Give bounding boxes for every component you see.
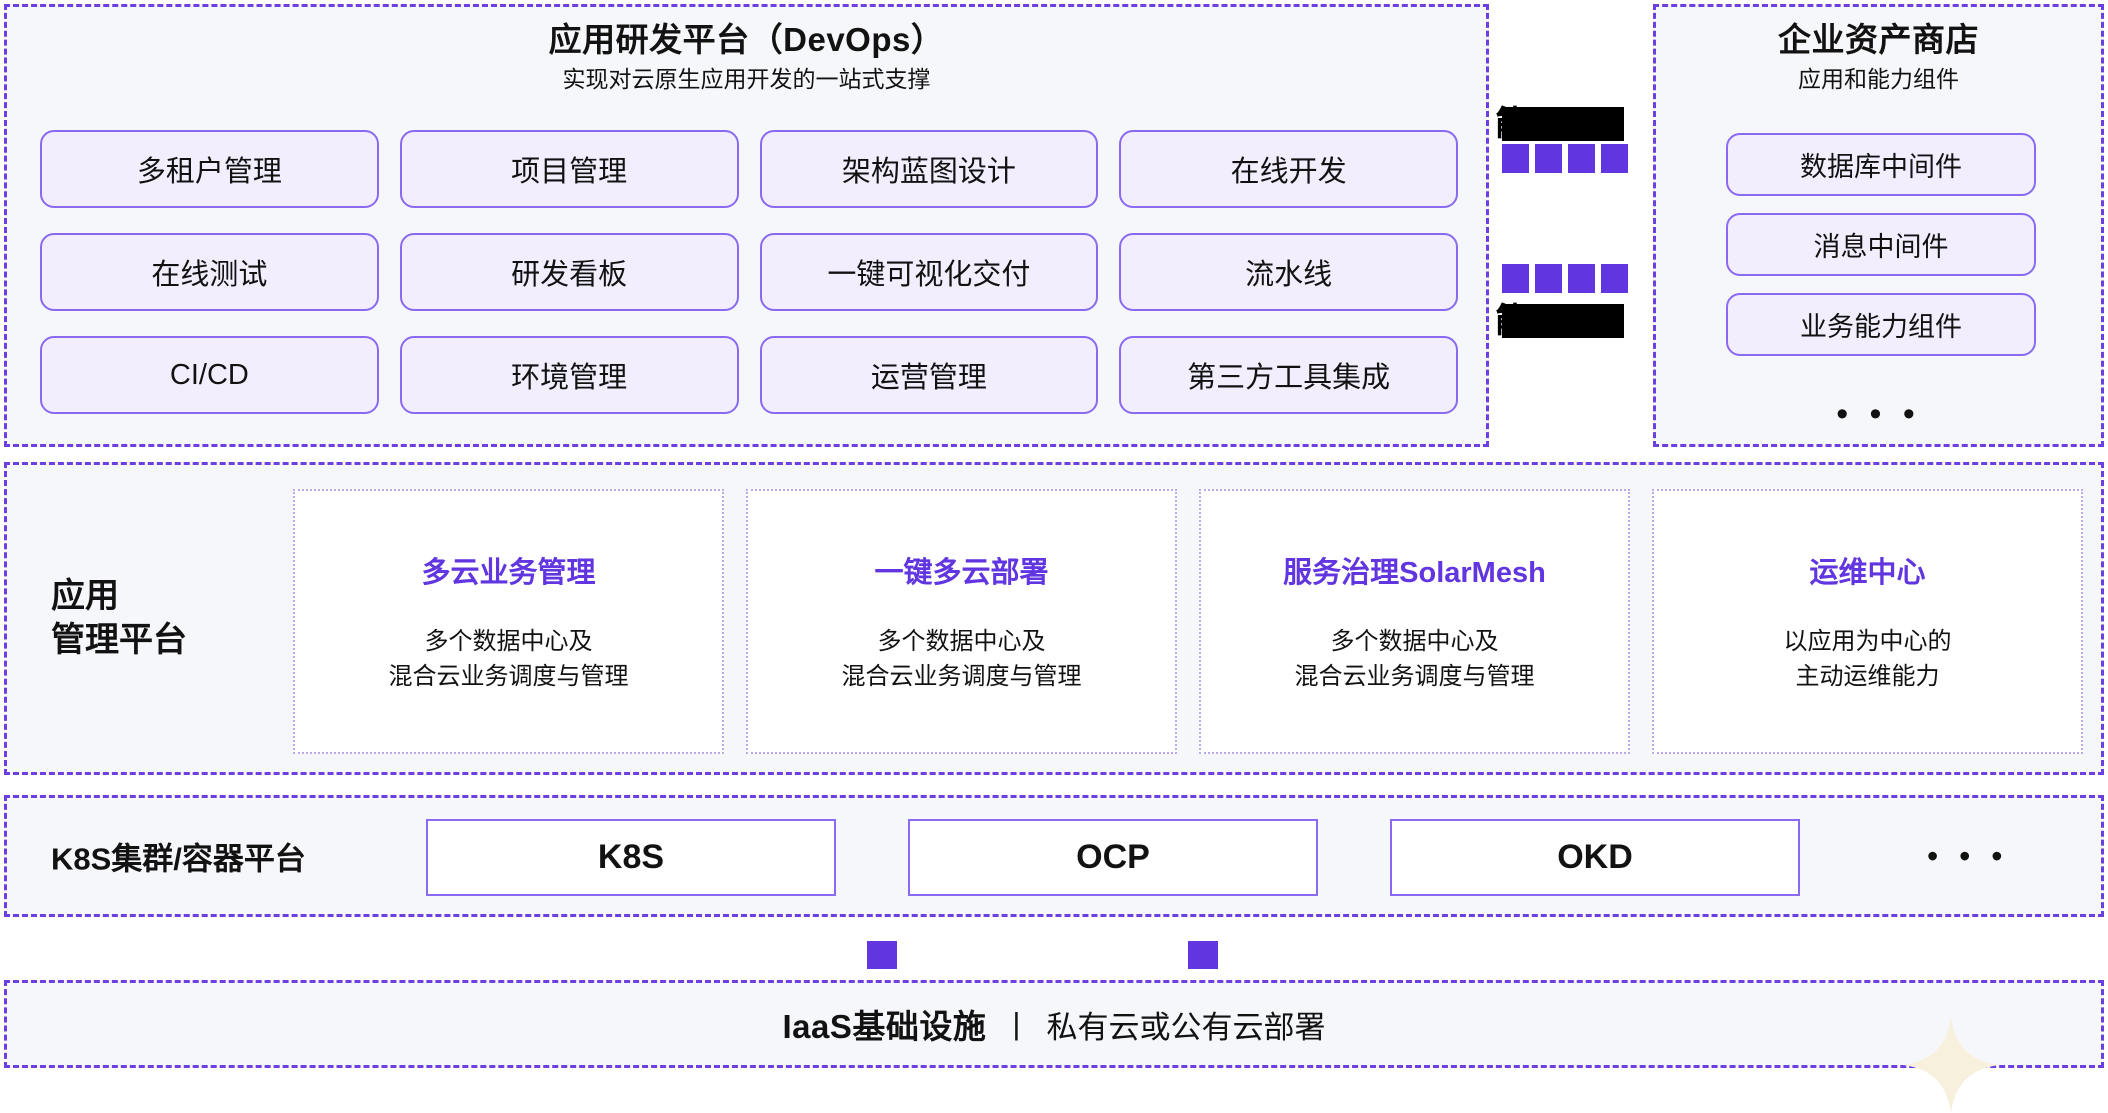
iaas-panel-content: IaaS基础设施 | 私有云或公有云部署: [7, 983, 2101, 1065]
connector-column: 能 能: [1492, 4, 1650, 447]
iaas-infrastructure-panel: IaaS基础设施 | 私有云或公有云部署: [4, 980, 2104, 1068]
devops-chip-online-test[interactable]: 在线测试: [40, 233, 379, 311]
devops-chip-environment-mgmt[interactable]: 环境管理: [399, 336, 739, 414]
devops-platform-panel: 应用研发平台（DevOps） 实现对云原生应用开发的一站式支撑 多租户管理 项目…: [4, 4, 1489, 447]
devops-panel-header: 应用研发平台（DevOps） 实现对云原生应用开发的一站式支撑: [7, 7, 1486, 94]
connector-square: [1601, 264, 1628, 293]
application-management-platform-panel: 应用 管理平台 多云业务管理 多个数据中心及 混合云业务调度与管理 一键多云部署…: [4, 462, 2104, 775]
devops-panel-subtitle: 实现对云原生应用开发的一站式支撑: [562, 66, 931, 93]
devops-panel-title: 应用研发平台（DevOps）: [548, 21, 945, 58]
connector-square: [1502, 264, 1529, 293]
devops-capability-grid: 多租户管理 项目管理 架构蓝图设计 在线开发 在线测试 研发看板 一键可视化交付…: [40, 130, 1458, 414]
connector-square-row-bottom: [1502, 264, 1628, 293]
devops-chip-architecture[interactable]: 架构蓝图设计: [759, 130, 1099, 208]
management-card-title: 运维中心: [1809, 556, 1926, 589]
k8s-box-ocp[interactable]: OCP: [908, 819, 1318, 896]
architecture-diagram: 应用研发平台（DevOps） 实现对云原生应用开发的一站式支撑 多租户管理 项目…: [4, 4, 2104, 1113]
management-card-desc: 多个数据中心及 混合云业务调度与管理: [388, 627, 629, 690]
asset-store-subtitle: 应用和能力组件: [1798, 66, 1959, 93]
management-card-list: 多云业务管理 多个数据中心及 混合云业务调度与管理 一键多云部署 多个数据中心及…: [293, 489, 2083, 754]
asset-store-more-dots: • • •: [1836, 395, 1921, 433]
management-card-multicloud-business[interactable]: 多云业务管理 多个数据中心及 混合云业务调度与管理: [293, 489, 724, 754]
management-card-title: 一键多云部署: [874, 556, 1049, 589]
iaas-subtitle: 私有云或公有云部署: [1046, 1009, 1326, 1045]
redacted-text-bar-top: [1502, 107, 1624, 141]
k8s-box-k8s[interactable]: K8S: [426, 819, 836, 896]
connector-square: [1568, 264, 1595, 293]
connector-square: [1535, 264, 1562, 293]
k8s-box-list: K8S OCP OKD: [426, 819, 1800, 896]
connector-square: [1535, 144, 1562, 173]
connector-square: [1502, 144, 1529, 173]
asset-chip-message-middleware[interactable]: 消息中间件: [1726, 213, 2036, 276]
k8s-more-dots: • • •: [1927, 838, 2009, 874]
devops-chip-one-click-deliver[interactable]: 一键可视化交付: [759, 233, 1099, 311]
devops-chip-dev-board[interactable]: 研发看板: [399, 233, 739, 311]
devops-chip-operation-mgmt[interactable]: 运营管理: [759, 336, 1099, 414]
k8s-box-okd[interactable]: OKD: [1390, 819, 1800, 896]
management-platform-label: 应用 管理平台: [51, 576, 187, 660]
management-card-solarmesh[interactable]: 服务治理SolarMesh 多个数据中心及 混合云业务调度与管理: [1199, 489, 1630, 754]
devops-chip-third-party-tools[interactable]: 第三方工具集成: [1119, 336, 1458, 414]
connector-square: [1568, 144, 1595, 173]
management-card-desc: 以应用为中心的 主动运维能力: [1783, 627, 1952, 690]
management-card-desc: 多个数据中心及 混合云业务调度与管理: [841, 627, 1082, 690]
asset-chip-business-component[interactable]: 业务能力组件: [1726, 293, 2036, 356]
k8s-iaas-connector-square-left: [867, 941, 897, 969]
management-card-desc: 多个数据中心及 混合云业务调度与管理: [1294, 627, 1535, 690]
redacted-text-bar-bottom: [1502, 304, 1624, 338]
management-card-title: 多云业务管理: [421, 556, 596, 589]
management-card-one-click-deploy[interactable]: 一键多云部署 多个数据中心及 混合云业务调度与管理: [746, 489, 1177, 754]
asset-store-header: 企业资产商店 应用和能力组件: [1656, 7, 2101, 94]
devops-chip-pipeline[interactable]: 流水线: [1119, 233, 1458, 311]
k8s-panel-label: K8S集群/容器平台: [51, 841, 306, 877]
asset-store-title: 企业资产商店: [1778, 21, 1979, 58]
asset-chip-database-middleware[interactable]: 数据库中间件: [1726, 133, 2036, 196]
iaas-divider: |: [1012, 1006, 1021, 1041]
devops-chip-project-mgmt[interactable]: 项目管理: [399, 130, 739, 208]
iaas-title: IaaS基础设施: [782, 1008, 987, 1045]
k8s-iaas-connector-square-right: [1188, 941, 1218, 969]
management-card-ops-center[interactable]: 运维中心 以应用为中心的 主动运维能力: [1652, 489, 2083, 754]
asset-store-chip-list: 数据库中间件 消息中间件 业务能力组件: [1726, 133, 2036, 356]
connector-square: [1601, 144, 1628, 173]
devops-chip-online-dev[interactable]: 在线开发: [1119, 130, 1458, 208]
devops-chip-multi-tenant[interactable]: 多租户管理: [40, 130, 379, 208]
enterprise-asset-store-panel: 企业资产商店 应用和能力组件 数据库中间件 消息中间件 业务能力组件 • • •: [1653, 4, 2104, 447]
k8s-cluster-platform-panel: K8S集群/容器平台 K8S OCP OKD • • •: [4, 795, 2104, 917]
devops-chip-cicd[interactable]: CI/CD: [40, 336, 379, 414]
management-card-title: 服务治理SolarMesh: [1283, 556, 1546, 589]
connector-square-row-top: [1502, 144, 1628, 173]
